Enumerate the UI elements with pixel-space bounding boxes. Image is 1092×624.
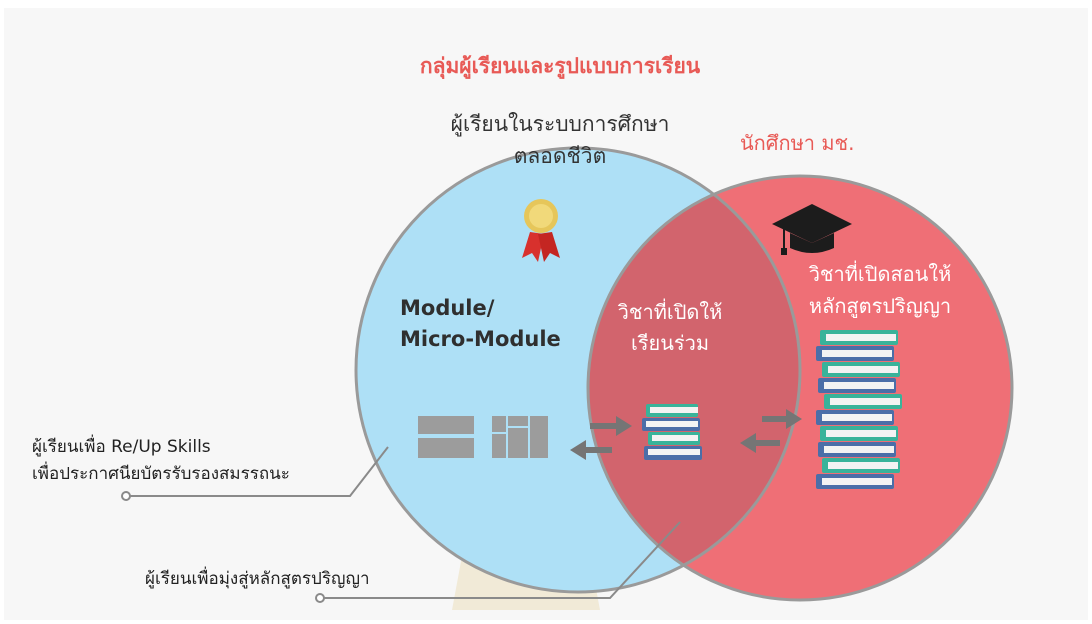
swap-arrows-icon: [740, 409, 802, 453]
reskill-callout-line: [121, 446, 389, 501]
book-pages: [826, 430, 896, 437]
shared-courses-line2: เรียนร่วม: [630, 331, 710, 355]
degree-courses-label: วิชาที่เปิดสอนให้ หลักสูตรปริญญา: [770, 258, 990, 322]
graduation-cap-icon: [772, 204, 852, 255]
shared-courses-line1: วิชาที่เปิดให้: [617, 300, 723, 324]
lifelong-circle-border: [354, 146, 802, 594]
reskill-callout-line2: เพื่อประกาศนียบัตรรับรองสมรรถนะ: [32, 464, 290, 484]
degree-courses-line2: หลักสูตรปริญญา: [808, 294, 952, 318]
book-pages: [826, 334, 896, 341]
lifelong-learners-label: ผู้เรียนในระบบการศึกษา ตลอดชีวิต: [410, 108, 710, 172]
module-label: Module/ Micro-Module: [400, 293, 561, 355]
degree-courses-line1: วิชาที่เปิดสอนให้: [808, 262, 952, 286]
diagram-title: กลุ่มผู้เรียนและรูปแบบการเรียน: [419, 54, 701, 78]
module-blocks-icon: [418, 416, 548, 458]
lifelong-learners-line1: ผู้เรียนในระบบการศึกษา: [450, 112, 670, 136]
reskill-callout: ผู้เรียนเพื่อ Re/Up Skills เพื่อประกาศนี…: [32, 434, 290, 488]
lifelong-learners-line2: ตลอดชีวิต: [513, 144, 607, 168]
module-label-line1: Module/: [400, 296, 495, 320]
degree-path-callout-line: [315, 521, 681, 603]
reskill-callout-line1: ผู้เรียนเพื่อ Re/Up Skills: [32, 437, 211, 457]
degree-path-callout: ผู้เรียนเพื่อมุ่งสู่หลักสูตรปริญญา: [145, 569, 370, 589]
book-pages: [822, 414, 892, 421]
book-pages: [828, 366, 898, 373]
students-circle-border: [586, 174, 1014, 602]
swap-arrows-icon: [570, 416, 632, 460]
book-pages: [824, 382, 894, 389]
book-pages: [828, 462, 898, 469]
shared-courses-label: วิชาที่เปิดให้ เรียนร่วม: [600, 297, 740, 359]
overlap-region: [588, 176, 800, 592]
book-pages: [830, 398, 900, 405]
medal-icon: [522, 199, 560, 262]
module-label-line2: Micro-Module: [400, 327, 561, 351]
book-pages: [822, 478, 892, 485]
university-students-label: นักศึกษา มช.: [740, 131, 855, 155]
book-stack-icon: [816, 330, 902, 489]
book-pages: [822, 350, 892, 357]
book-stack-icon: [642, 404, 702, 460]
book-pages: [824, 446, 894, 453]
